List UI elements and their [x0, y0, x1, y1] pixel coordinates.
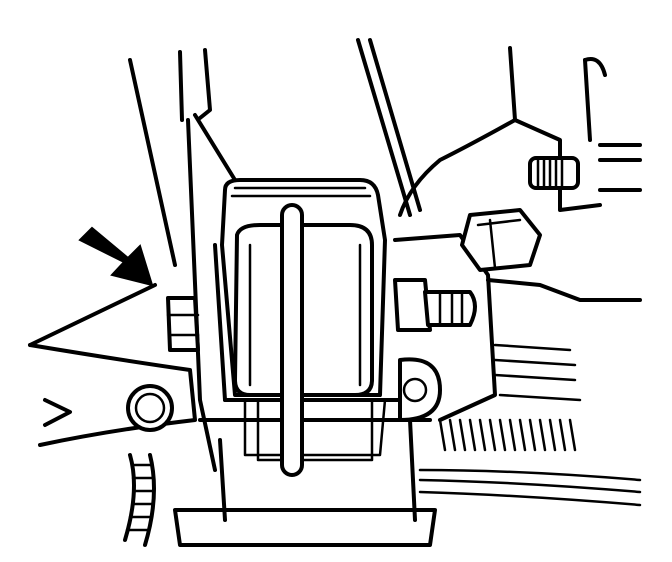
mounting-bolt [166, 296, 200, 352]
arrow-icon [78, 226, 154, 287]
center-rod [280, 203, 304, 477]
ignition-module [220, 178, 387, 477]
mounting-hole [126, 384, 174, 432]
right-panel [393, 233, 642, 452]
frame-outline [128, 38, 642, 267]
threaded-stud [528, 156, 580, 190]
hex-nut [460, 208, 542, 272]
right-stud [393, 278, 477, 422]
left-bracket-arm [28, 283, 197, 447]
wire-harness [418, 468, 642, 507]
conduit-hose [123, 453, 156, 547]
